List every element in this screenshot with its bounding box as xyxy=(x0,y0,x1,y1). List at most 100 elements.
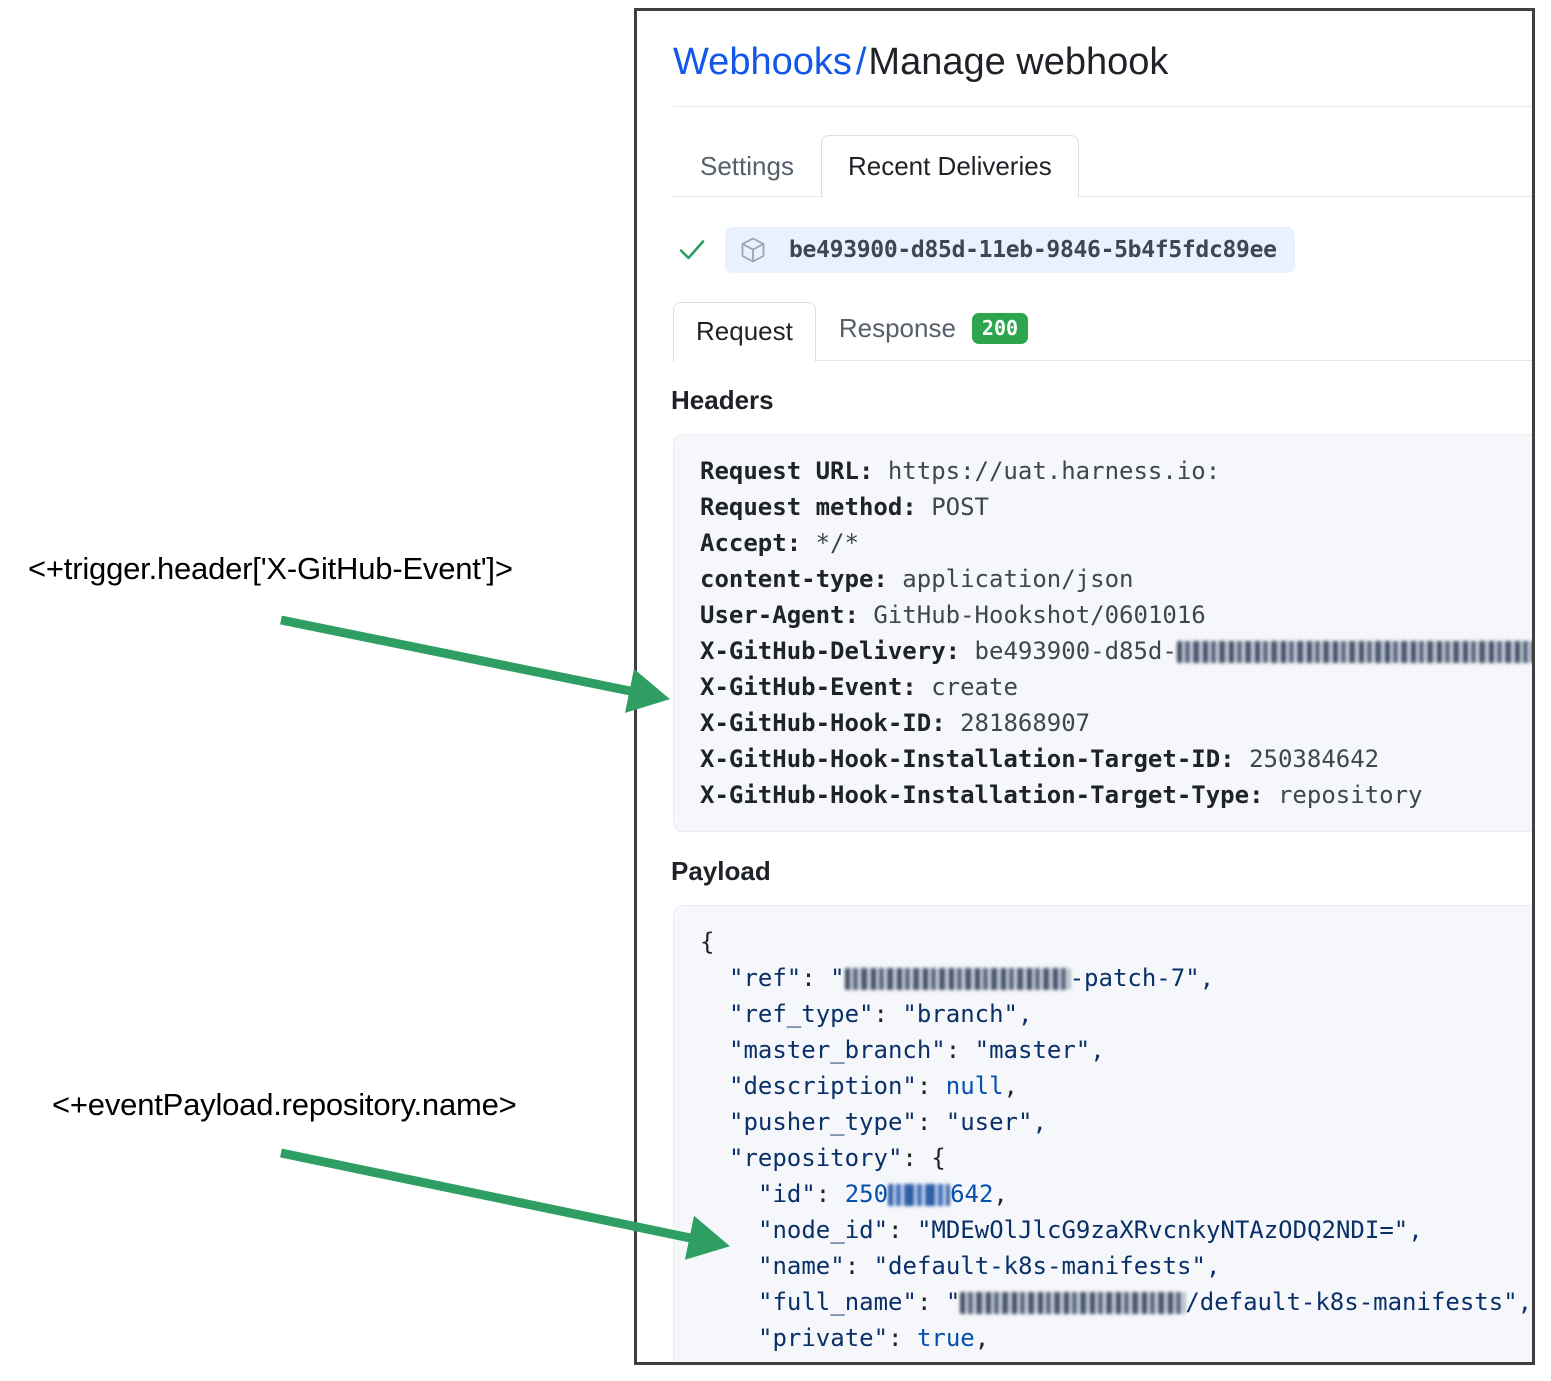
payload-token: " xyxy=(945,1287,961,1316)
payload-section-title: Payload xyxy=(671,855,771,886)
payload-token: "name" xyxy=(758,1251,845,1280)
header-line: content-type: application/json xyxy=(700,561,1532,597)
header-key: Accept: xyxy=(700,528,802,557)
payload-token: 642 xyxy=(950,1179,994,1208)
payload-line: "name": "default-k8s-manifests", xyxy=(700,1248,1532,1284)
delivery-guid: be493900-d85d-11eb-9846-5b4f5fdc89ee xyxy=(789,236,1277,263)
header-value: */* xyxy=(801,528,859,557)
header-line: X-GitHub-Hook-Installation-Target-Type: … xyxy=(700,777,1532,813)
delivery-chip[interactable]: be493900-d85d-11eb-9846-5b4f5fdc89ee xyxy=(725,226,1295,273)
tabs-baseline xyxy=(673,195,1532,197)
payload-token: "user", xyxy=(945,1107,1047,1136)
header-key: X-GitHub-Event: xyxy=(700,672,917,701)
header-line: X-GitHub-Hook-ID: 281868907 xyxy=(700,705,1532,741)
tab-request[interactable]: Request xyxy=(673,301,816,362)
payload-line: "ref_type": "branch", xyxy=(700,996,1532,1032)
breadcrumb-separator: / xyxy=(855,41,867,83)
payload-token: null xyxy=(945,1071,1004,1100)
payload-token: "ref" xyxy=(729,963,802,992)
redacted-text xyxy=(960,1291,1186,1314)
payload-token: 250 xyxy=(844,1179,889,1208)
payload-token: , xyxy=(993,1179,1008,1208)
header-value: https://uat.harness.io: xyxy=(873,456,1221,485)
redacted-text xyxy=(888,1183,951,1206)
payload-token: : xyxy=(815,1179,845,1208)
header-value: GitHub-Hookshot/0601016 xyxy=(858,600,1206,629)
payload-token: "description" xyxy=(729,1071,917,1100)
payload-token: "full_name" xyxy=(758,1287,917,1316)
header-line: X-GitHub-Delivery: be493900-d85d- xyxy=(700,633,1532,669)
tab-request-label: Request xyxy=(696,315,793,346)
header-line: User-Agent: GitHub-Hookshot/0601016 xyxy=(700,597,1532,633)
tab-settings[interactable]: Settings xyxy=(700,150,794,181)
tab-response[interactable]: Response 200 xyxy=(816,297,1051,361)
headers-code-block: Request URL: https://uat.harness.io:Requ… xyxy=(673,433,1532,832)
payload-line: "repository": { xyxy=(700,1140,1532,1176)
header-key: Request method: xyxy=(700,492,917,521)
payload-token: "pusher_type" xyxy=(729,1107,917,1136)
payload-token: "private" xyxy=(758,1323,889,1352)
payload-token: : xyxy=(888,1323,917,1352)
header-key: content-type: xyxy=(700,564,888,593)
payload-line: "ref": " -patch-7", xyxy=(700,960,1532,996)
header-key: X-GitHub-Delivery: xyxy=(700,636,961,665)
payload-line: { xyxy=(700,924,1532,960)
breadcrumb-link-webhooks[interactable]: Webhooks xyxy=(673,41,852,83)
payload-line: "node_id": "MDEwOlJlcG9zaXRvcnkyNTAzODQ2… xyxy=(700,1212,1532,1248)
payload-token: "master_branch" xyxy=(729,1035,946,1064)
payload-token: "node_id" xyxy=(758,1215,889,1244)
cube-icon xyxy=(739,236,767,264)
payload-token: -patch-7", xyxy=(1069,963,1215,992)
tab-response-label: Response xyxy=(838,313,956,343)
status-badge: 200 xyxy=(971,312,1029,344)
header-key: X-GitHub-Hook-Installation-Target-Type: xyxy=(700,780,1264,809)
payload-token: "repository" xyxy=(729,1143,903,1172)
header-line: X-GitHub-Hook-Installation-Target-ID: 25… xyxy=(700,741,1532,777)
redacted-text xyxy=(1176,640,1532,663)
header-key: X-GitHub-Hook-Installation-Target-ID: xyxy=(700,744,1235,773)
annotation-label-event-payload: <+eventPayload.repository.name> xyxy=(52,1087,517,1122)
check-icon xyxy=(677,235,707,265)
payload-token: "ref_type" xyxy=(729,999,874,1028)
payload-token: : xyxy=(888,1215,917,1244)
header-line: Request method: POST xyxy=(700,489,1532,525)
delivery-detail-tabs: Request Response 200 xyxy=(673,289,1532,362)
payload-token: { xyxy=(700,927,715,956)
payload-code-block: { "ref": " -patch-7", "ref_type": "branch",… xyxy=(673,904,1533,1363)
payload-token: : xyxy=(801,963,831,992)
payload-token: " xyxy=(830,963,845,992)
payload-token: "branch", xyxy=(902,999,1033,1028)
breadcrumb: Webhooks/Manage webhook xyxy=(637,11,1532,87)
payload-line: "full_name": "/default-k8s-manifests", xyxy=(700,1284,1533,1320)
header-key: Request URL: xyxy=(700,456,874,485)
header-value: be493900-d85d- xyxy=(960,636,1177,665)
annotation-arrow-0 xyxy=(280,615,670,713)
payload-token: : xyxy=(844,1251,874,1280)
payload-token: : { xyxy=(859,1360,902,1363)
payload-line: "private": true, xyxy=(700,1320,1532,1356)
payload-token: : { xyxy=(902,1143,946,1172)
panel-content: Webhooks/Manage webhook Settings Recent … xyxy=(637,11,1533,1363)
payload-line: "pusher_type": "user", xyxy=(700,1104,1532,1140)
webhook-tabs: Settings Recent Deliveries xyxy=(673,121,1532,198)
header-value: create xyxy=(916,672,1018,701)
annotation-label-trigger-header: <+trigger.header['X-GitHub-Event']> xyxy=(28,551,513,586)
header-value: POST xyxy=(916,492,989,521)
payload-token: "owner" xyxy=(758,1360,859,1363)
payload-token: : xyxy=(945,1035,975,1064)
page-title: Manage webhook xyxy=(868,41,1169,83)
header-line: Accept: */* xyxy=(700,525,1532,561)
delivery-row: be493900-d85d-11eb-9846-5b4f5fdc89ee xyxy=(677,226,1532,273)
webhook-panel: Webhooks/Manage webhook Settings Recent … xyxy=(634,8,1535,1365)
header-line: X-GitHub-Event: create xyxy=(700,669,1532,705)
header-value: repository xyxy=(1263,780,1423,809)
payload-token: "id" xyxy=(758,1179,816,1208)
payload-token: : xyxy=(916,1071,946,1100)
header-line: Request URL: https://uat.harness.io: xyxy=(700,453,1532,489)
tab-recent-deliveries[interactable]: Recent Deliveries xyxy=(820,134,1079,198)
payload-token: /default-k8s-manifests", xyxy=(1185,1287,1533,1316)
payload-token: : xyxy=(873,999,903,1028)
header-value: 250384642 xyxy=(1234,744,1380,773)
payload-token: true xyxy=(916,1323,975,1352)
header-key: X-GitHub-Hook-ID: xyxy=(700,708,946,737)
